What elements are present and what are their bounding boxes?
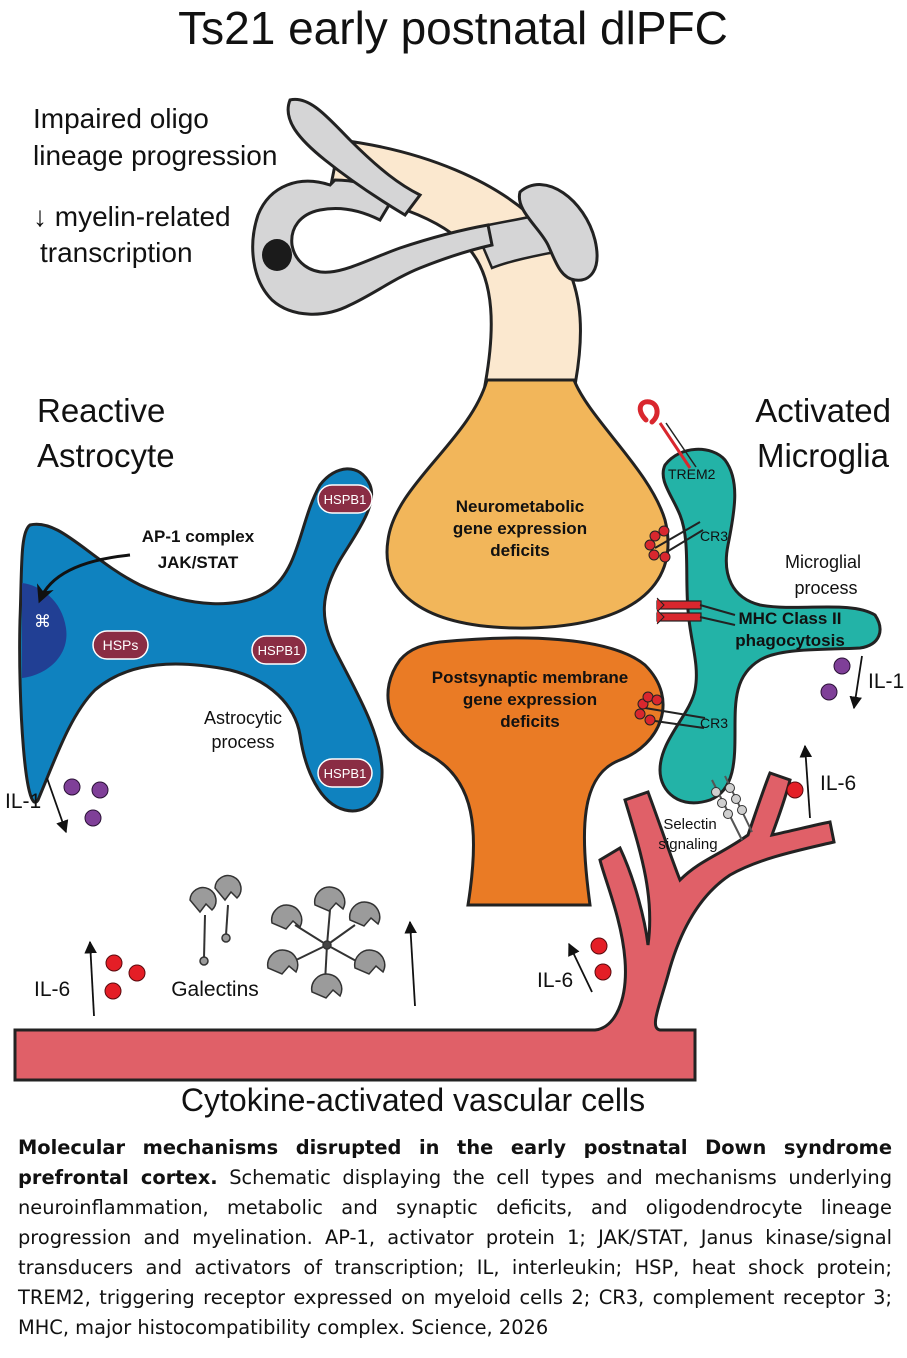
hspb1-label-top: HSPB1 xyxy=(324,492,367,507)
postsynaptic-label-2: gene expression xyxy=(463,690,597,709)
ap1-label: AP-1 complex xyxy=(142,527,255,546)
astrocyte-nucleus xyxy=(22,583,67,678)
hspb1-badge-top: HSPB1 xyxy=(317,484,373,514)
il1-dot xyxy=(63,778,81,796)
cr3-label-lower: CR3 xyxy=(700,715,728,731)
il1-dot xyxy=(833,657,851,675)
mhc-receptor xyxy=(656,597,736,626)
astrocyte-cell xyxy=(18,467,384,813)
activated-label: Activated xyxy=(755,392,891,429)
hspb1-label-bottom: HSPB1 xyxy=(324,766,367,781)
jakstat-label: JAK/STAT xyxy=(158,553,239,572)
postsynaptic-label-3: deficits xyxy=(500,712,560,731)
il6-dot xyxy=(105,954,123,972)
micro-il1-label: IL-1 xyxy=(868,670,904,693)
cr3-receptor-lower xyxy=(634,691,706,729)
hspb1-badge-mid: HSPB1 xyxy=(251,635,307,665)
cr3-label-upper: CR3 xyxy=(700,528,728,544)
galectins-label: Galectins xyxy=(171,978,259,1001)
mhc-label-2: phagocytosis xyxy=(735,631,845,650)
trem2-receptor xyxy=(637,399,697,469)
microglial-process-label-1: Microglial xyxy=(785,552,861,572)
il6-dot xyxy=(594,963,612,981)
il6-label-middle: IL-6 xyxy=(537,969,573,992)
reactive-label: Reactive xyxy=(37,392,165,429)
caption-text: Schematic displaying the cell types and … xyxy=(18,1166,892,1339)
il6-arrow-upper xyxy=(799,744,813,819)
oligo-annotation: Impaired oligo lineage progression ↓ mye… xyxy=(33,103,277,268)
oligo-line-1: Impaired oligo xyxy=(33,103,209,134)
il6-dot xyxy=(590,937,608,955)
presynaptic-terminal xyxy=(385,378,670,630)
figure-title: Ts21 early postnatal dlPFC xyxy=(178,2,728,54)
il6-label-upper: IL-6 xyxy=(820,772,856,795)
oligo-line-3: ↓ myelin-related xyxy=(33,201,231,232)
il6-dot xyxy=(128,964,146,982)
il1-dot xyxy=(91,781,109,799)
neurometabolic-label-3: deficits xyxy=(490,541,550,560)
micro-il1-arrow xyxy=(849,655,863,710)
oligo-line-2: lineage progression xyxy=(33,140,277,171)
il6-arrow-left xyxy=(84,940,97,1017)
il6-dot xyxy=(786,781,804,799)
dna-icon: ⌘ xyxy=(34,612,51,632)
blood-vessel xyxy=(13,771,836,1082)
hsps-label: HSPs xyxy=(103,637,139,653)
astrocyte-label: Astrocyte xyxy=(37,437,175,474)
caption-bold: Molecular mechanisms disrupted in the ea… xyxy=(18,1136,892,1189)
il6-label-left: IL-6 xyxy=(34,978,70,1001)
oligo-line-4: transcription xyxy=(40,237,193,268)
vascular-label: Cytokine-activated vascular cells xyxy=(181,1082,645,1118)
hsps-badge: HSPs xyxy=(92,630,149,660)
microglia xyxy=(658,447,882,805)
il1-dot xyxy=(820,683,838,701)
oligodendrocyte xyxy=(251,97,599,387)
mhc-label-1: MHC Class II xyxy=(739,609,842,628)
cr3-receptor-upper xyxy=(644,521,704,563)
postsynaptic-terminal xyxy=(386,636,665,907)
astrocyte: ⌘ HSPs HSPB1 HSPB1 HSPB1 xyxy=(18,467,384,813)
astrocytic-process-label-1: Astrocytic xyxy=(204,708,282,728)
oligo-nucleus xyxy=(262,239,292,271)
selectin-label-1: Selectin xyxy=(663,816,716,833)
il1-dot xyxy=(84,809,102,827)
oligodendrocyte-cell xyxy=(251,178,494,316)
oligo-process-top xyxy=(286,97,423,217)
il6-dot xyxy=(104,982,122,1000)
postsynaptic-label-1: Postsynaptic membrane xyxy=(432,668,629,687)
neurometabolic-label-1: Neurometabolic xyxy=(456,497,584,516)
neurometabolic-label-2: gene expression xyxy=(453,519,587,538)
astro-il1-arrow xyxy=(46,777,69,834)
astrocytic-process-label-2: process xyxy=(211,732,274,752)
microglial-process-label-2: process xyxy=(794,578,857,598)
galectin-pentamer xyxy=(266,886,386,999)
galectin-dimer xyxy=(189,874,242,966)
microglia-cell xyxy=(658,447,882,805)
signaling-arrow xyxy=(37,553,131,604)
microglia-label: Microglia xyxy=(757,437,890,474)
galectin-arrow xyxy=(404,920,417,1007)
selectin-label-2: signaling xyxy=(658,836,717,853)
hspb1-badge-bottom: HSPB1 xyxy=(317,758,373,788)
il6-arrow-middle xyxy=(568,942,593,993)
trem2-label: TREM2 xyxy=(668,466,716,482)
selectin-molecules xyxy=(711,775,753,841)
diagram: Ts21 early postnatal dlPFC Impaired olig… xyxy=(5,2,904,1118)
oligo-process-right xyxy=(517,183,599,282)
hspb1-label-mid: HSPB1 xyxy=(258,643,301,658)
astro-il1-label: IL-1 xyxy=(5,790,41,813)
figure-caption: Molecular mechanisms disrupted in the ea… xyxy=(18,1133,892,1343)
